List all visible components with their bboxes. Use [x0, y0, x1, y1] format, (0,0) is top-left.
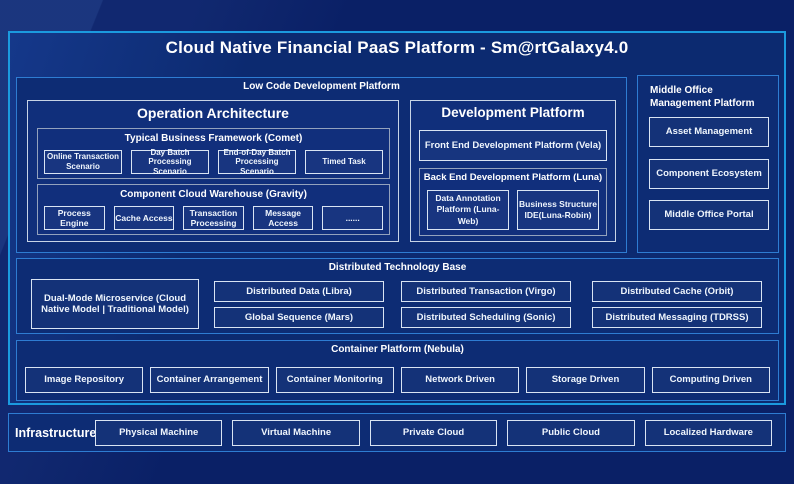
- storage-driven-box: Storage Driven: [526, 367, 645, 393]
- main-frame: Cloud Native Financial PaaS Platform - S…: [8, 31, 786, 405]
- container-platform-title: Container Platform (Nebula): [331, 344, 464, 355]
- container-monitoring-box: Container Monitoring: [275, 367, 394, 393]
- virtual-machine-box: Virtual Machine: [232, 419, 360, 446]
- physical-machine-box: Physical Machine: [95, 419, 223, 446]
- infrastructure-items: Physical Machine Virtual Machine Private…: [95, 419, 773, 446]
- operation-architecture-title: Operation Architecture: [137, 105, 289, 121]
- day-batch-processing-scenario-box: Day Batch Processing Scenario: [131, 148, 209, 176]
- component-ecosystem-box: Component Ecosystem: [649, 159, 769, 189]
- front-end-development-platform-box: Front End Development Platform (Vela): [419, 130, 607, 161]
- computing-driven-box: Computing Driven: [651, 367, 770, 393]
- typical-business-framework-items: Online Transaction Scenario Day Batch Pr…: [44, 148, 383, 176]
- container-platform-section: Container Platform (Nebula) Image Reposi…: [16, 340, 779, 401]
- process-engine-box: Process Engine: [44, 206, 105, 230]
- distributed-technology-base-title: Distributed Technology Base: [328, 262, 467, 273]
- development-platform-box: Development Platform Front End Developme…: [410, 100, 616, 242]
- development-platform-title: Development Platform: [441, 105, 585, 120]
- dual-mode-microservice-box: Dual-Mode Microservice (Cloud Native Mod…: [31, 279, 199, 329]
- typical-business-framework-box: Typical Business Framework (Comet) Onlin…: [37, 128, 390, 179]
- transaction-processing-box: Transaction Processing: [183, 206, 244, 230]
- distributed-scheduling-box: Distributed Scheduling (Sonic): [401, 307, 571, 328]
- image-repository-box: Image Repository: [25, 367, 144, 393]
- network-driven-box: Network Driven: [400, 367, 520, 393]
- timed-task-box: Timed Task: [305, 150, 383, 174]
- component-cloud-warehouse-box: Component Cloud Warehouse (Gravity) Proc…: [37, 184, 390, 235]
- ellipsis-box: ......: [322, 206, 383, 230]
- infrastructure-label: Infrastructure: [15, 425, 97, 440]
- localized-hardware-box: Localized Hardware: [644, 419, 773, 446]
- public-cloud-box: Public Cloud: [507, 419, 635, 446]
- cache-access-box: Cache Access: [113, 206, 175, 230]
- infrastructure-section: Infrastructure Physical Machine Virtual …: [8, 413, 786, 452]
- distributed-messaging-box: Distributed Messaging (TDRSS): [592, 307, 762, 328]
- data-annotation-platform-box: Data Annotation Platform (Luna-Web): [427, 190, 509, 230]
- distributed-technology-base-section: Distributed Technology Base Dual-Mode Mi…: [16, 258, 779, 334]
- back-end-development-platform-box: Back End Development Platform (Luna) Dat…: [419, 168, 607, 236]
- back-end-development-platform-title: Back End Development Platform (Luna): [423, 172, 603, 183]
- low-code-development-platform-section: Low Code Development Platform Operation …: [16, 77, 627, 253]
- middle-office-portal-box: Middle Office Portal: [649, 200, 769, 230]
- typical-business-framework-title: Typical Business Framework (Comet): [124, 133, 303, 144]
- global-sequence-box: Global Sequence (Mars): [214, 307, 384, 328]
- private-cloud-box: Private Cloud: [369, 419, 498, 446]
- middle-office-management-platform-section: Middle Office Management Platform Asset …: [637, 75, 779, 253]
- end-of-day-batch-processing-scenario-box: End-of-Day Batch Processing Scenario: [218, 148, 296, 176]
- component-cloud-warehouse-items: Process Engine Cache Access Transaction …: [44, 206, 383, 230]
- operation-architecture-box: Operation Architecture Typical Business …: [27, 100, 399, 242]
- container-platform-items: Image Repository Container Arrangement C…: [25, 367, 770, 393]
- component-cloud-warehouse-title: Component Cloud Warehouse (Gravity): [120, 189, 307, 200]
- business-structure-ide-box: Business Structure IDE(Luna-Robin): [517, 190, 599, 230]
- asset-management-box: Asset Management: [649, 117, 769, 147]
- back-end-items: Data Annotation Platform (Luna-Web) Busi…: [427, 190, 599, 230]
- distributed-cache-box: Distributed Cache (Orbit): [592, 281, 762, 302]
- distributed-transaction-box: Distributed Transaction (Virgo): [401, 281, 571, 302]
- container-arrangement-box: Container Arrangement: [150, 367, 269, 393]
- page-title: Cloud Native Financial PaaS Platform - S…: [165, 38, 629, 57]
- message-access-box: Message Access: [252, 206, 314, 230]
- middle-office-title: Middle Office Management Platform: [650, 85, 755, 109]
- distributed-data-box: Distributed Data (Libra): [214, 281, 384, 302]
- low-code-platform-label: Low Code Development Platform: [243, 81, 400, 92]
- online-transaction-scenario-box: Online Transaction Scenario: [44, 150, 122, 174]
